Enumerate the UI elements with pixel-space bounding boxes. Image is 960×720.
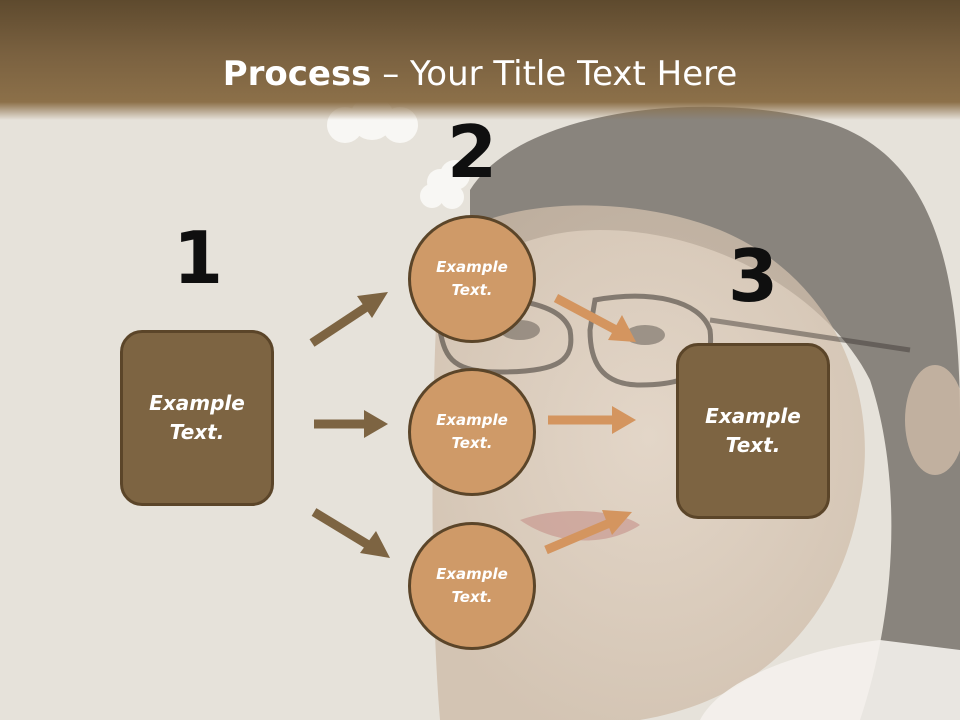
left-box: Example Text. [120,330,274,506]
arrow-from-top-circle [553,294,636,342]
left-box-text: Example Text. [149,391,245,444]
circle-top-text: Example Text. [436,258,508,299]
arrow-from-bottom-circle [544,510,632,555]
circle-bottom-text: Example Text. [436,565,508,606]
slide-title: Process – Your Title Text Here [0,52,960,96]
circle-middle: Example Text. [408,368,536,496]
step-2-number: 2 [446,110,498,194]
circle-top: Example Text. [408,215,536,343]
right-box: Example Text. [676,343,830,519]
step-3-number: 3 [727,234,779,318]
slide-title-bold: Process [222,54,372,94]
title-band [0,0,960,120]
circle-bottom: Example Text. [408,522,536,650]
arrow-from-middle-circle [548,406,636,434]
arrow-to-top-circle [309,292,388,347]
slide-title-rest: – Your Title Text Here [371,54,738,94]
circle-middle-text: Example Text. [436,411,508,452]
arrow-to-middle-circle [314,410,388,438]
right-box-text: Example Text. [705,404,801,457]
step-1-number: 1 [172,216,224,300]
arrow-to-bottom-circle [311,508,390,558]
